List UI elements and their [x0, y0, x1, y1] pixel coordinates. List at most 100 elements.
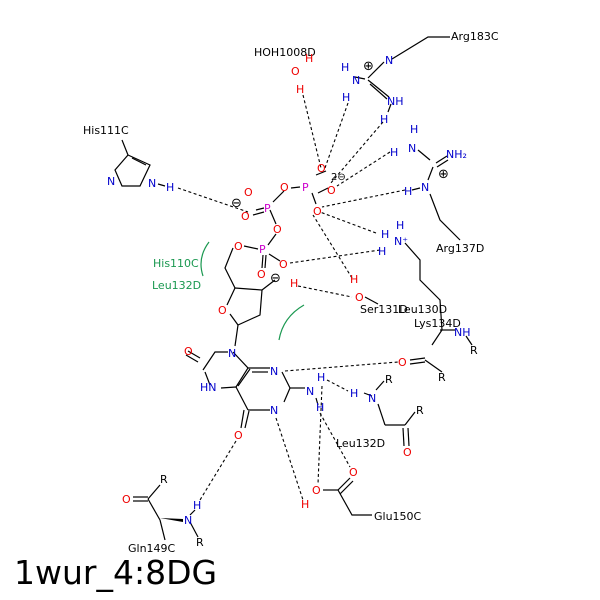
- atom-h: H: [193, 499, 201, 512]
- atom-r: R: [385, 373, 393, 386]
- hydrogen-bonds: [177, 94, 406, 501]
- atom-n: N: [228, 347, 236, 360]
- hbond-arg137-a: [336, 151, 391, 187]
- atom-nh: NH: [387, 95, 404, 108]
- atom-r: R: [470, 344, 478, 357]
- charge-minus-icon: ⊖: [270, 271, 281, 286]
- residue-label-arg137: Arg137D: [436, 242, 484, 255]
- atom-o: O: [257, 268, 266, 281]
- atom-n: N: [107, 175, 115, 188]
- atom-h: H: [390, 146, 398, 159]
- atom-hn: HN: [200, 381, 217, 394]
- atom-o: O: [280, 181, 289, 194]
- atom-r: R: [196, 536, 204, 549]
- atom-n: N: [270, 404, 278, 417]
- hbond-nh2-glu150-b: [319, 412, 351, 468]
- atom-n: N: [385, 54, 393, 67]
- atom-p: P: [302, 181, 309, 194]
- atom-h: H: [410, 123, 418, 136]
- atom-n: N: [368, 392, 376, 405]
- atom-n: N: [352, 74, 360, 87]
- residue-label-his111: His111C: [83, 124, 129, 137]
- atom-n: N: [408, 142, 416, 155]
- atom-o: O: [234, 429, 243, 442]
- atom-h: H: [316, 401, 324, 414]
- atom-nh2: NH₂: [446, 148, 467, 161]
- atom-h: H: [342, 91, 350, 104]
- hbond-nh2-leu132: [326, 379, 349, 392]
- atom-o: O: [291, 65, 300, 78]
- residue-label-leu130: Leu130D: [398, 303, 447, 316]
- atom-h: H: [381, 228, 389, 241]
- hbond-lys-phosphate-a: [319, 211, 377, 234]
- atom-labels: O H H N H N H NH H ⊕ H N H NH₂ N H ⊕ O P…: [107, 52, 478, 549]
- atom-h: H: [317, 371, 325, 384]
- atom-r: R: [438, 371, 446, 384]
- hbond-arg183-b: [329, 121, 384, 185]
- hbond-n7-leu130: [284, 361, 399, 372]
- atom-o: O: [218, 304, 227, 317]
- atom-r: R: [416, 404, 424, 417]
- atom-h: H: [350, 387, 358, 400]
- atom-h: H: [404, 185, 412, 198]
- atom-n: N: [148, 177, 156, 190]
- residue-label-hoh: HOH1008D: [254, 46, 316, 59]
- atom-n-plus: N⁺: [394, 235, 408, 248]
- atom-h: H: [380, 113, 388, 126]
- covalent-bonds: [114, 36, 473, 541]
- charge-plus-icon: ⊕: [363, 59, 374, 74]
- hydrophobic-arc-his110: [200, 241, 210, 277]
- diagram-title: 1wur_4:8DG: [14, 553, 217, 592]
- atom-o: O: [241, 210, 250, 223]
- atom-h: H: [166, 181, 174, 194]
- residue-label-ser131: Ser131D: [360, 303, 408, 316]
- atom-h: H: [396, 219, 404, 232]
- atom-o: O: [313, 205, 322, 218]
- hbond-arg183-a: [324, 102, 349, 169]
- atom-h: H: [378, 245, 386, 258]
- atom-o: O: [184, 345, 193, 358]
- atom-o: O: [279, 258, 288, 271]
- hbond-o6-gln149: [199, 440, 237, 501]
- residue-label-glu150: Glu150C: [374, 510, 422, 523]
- hbond-n1-water: [275, 417, 304, 501]
- hbond-hoh-phosphate: [302, 94, 322, 169]
- hbond-lys-phosphate-b: [289, 249, 381, 264]
- atom-n: N: [270, 365, 278, 378]
- atom-o: O: [317, 162, 326, 175]
- charge-plus-icon: ⊕: [438, 167, 449, 182]
- residue-label-gln149: Gln149C: [128, 542, 176, 555]
- residue-label-leu132: Leu132D: [336, 437, 385, 450]
- atom-o: O: [273, 223, 282, 236]
- atom-o: O: [327, 184, 336, 197]
- atom-h: H: [301, 498, 309, 511]
- atom-o: O: [349, 466, 358, 479]
- charge-minus-icon: ⊖: [231, 196, 242, 211]
- residue-label-leu132-hydrophobic: Leu132D: [152, 279, 201, 292]
- hbond-ser-phosphate: [312, 214, 353, 279]
- atom-p: P: [264, 202, 271, 215]
- atom-p: P: [259, 243, 266, 256]
- residue-label-lys134: Lys134D: [414, 317, 461, 330]
- atom-h: H: [290, 277, 298, 290]
- atom-o: O: [312, 484, 321, 497]
- hbond-his111-phosphate: [177, 187, 249, 213]
- atom-o: O: [398, 356, 407, 369]
- atom-o: O: [234, 240, 243, 253]
- hydrophobic-contacts: [200, 241, 305, 341]
- atom-h: H: [350, 273, 358, 286]
- atom-o: O: [244, 186, 253, 199]
- atom-n: N: [306, 385, 314, 398]
- atom-h: H: [305, 52, 313, 65]
- atom-n: N: [184, 514, 192, 527]
- atom-r: R: [160, 473, 168, 486]
- hydrophobic-arc-leu132: [278, 304, 305, 341]
- atom-n: N: [421, 181, 429, 194]
- atom-o: O: [403, 446, 412, 459]
- hbond-ribose-oh: [297, 285, 353, 298]
- charge-2minus-icon: 2⊖: [331, 172, 346, 183]
- atom-h: H: [341, 61, 349, 74]
- residue-label-his110: His110C: [153, 257, 199, 270]
